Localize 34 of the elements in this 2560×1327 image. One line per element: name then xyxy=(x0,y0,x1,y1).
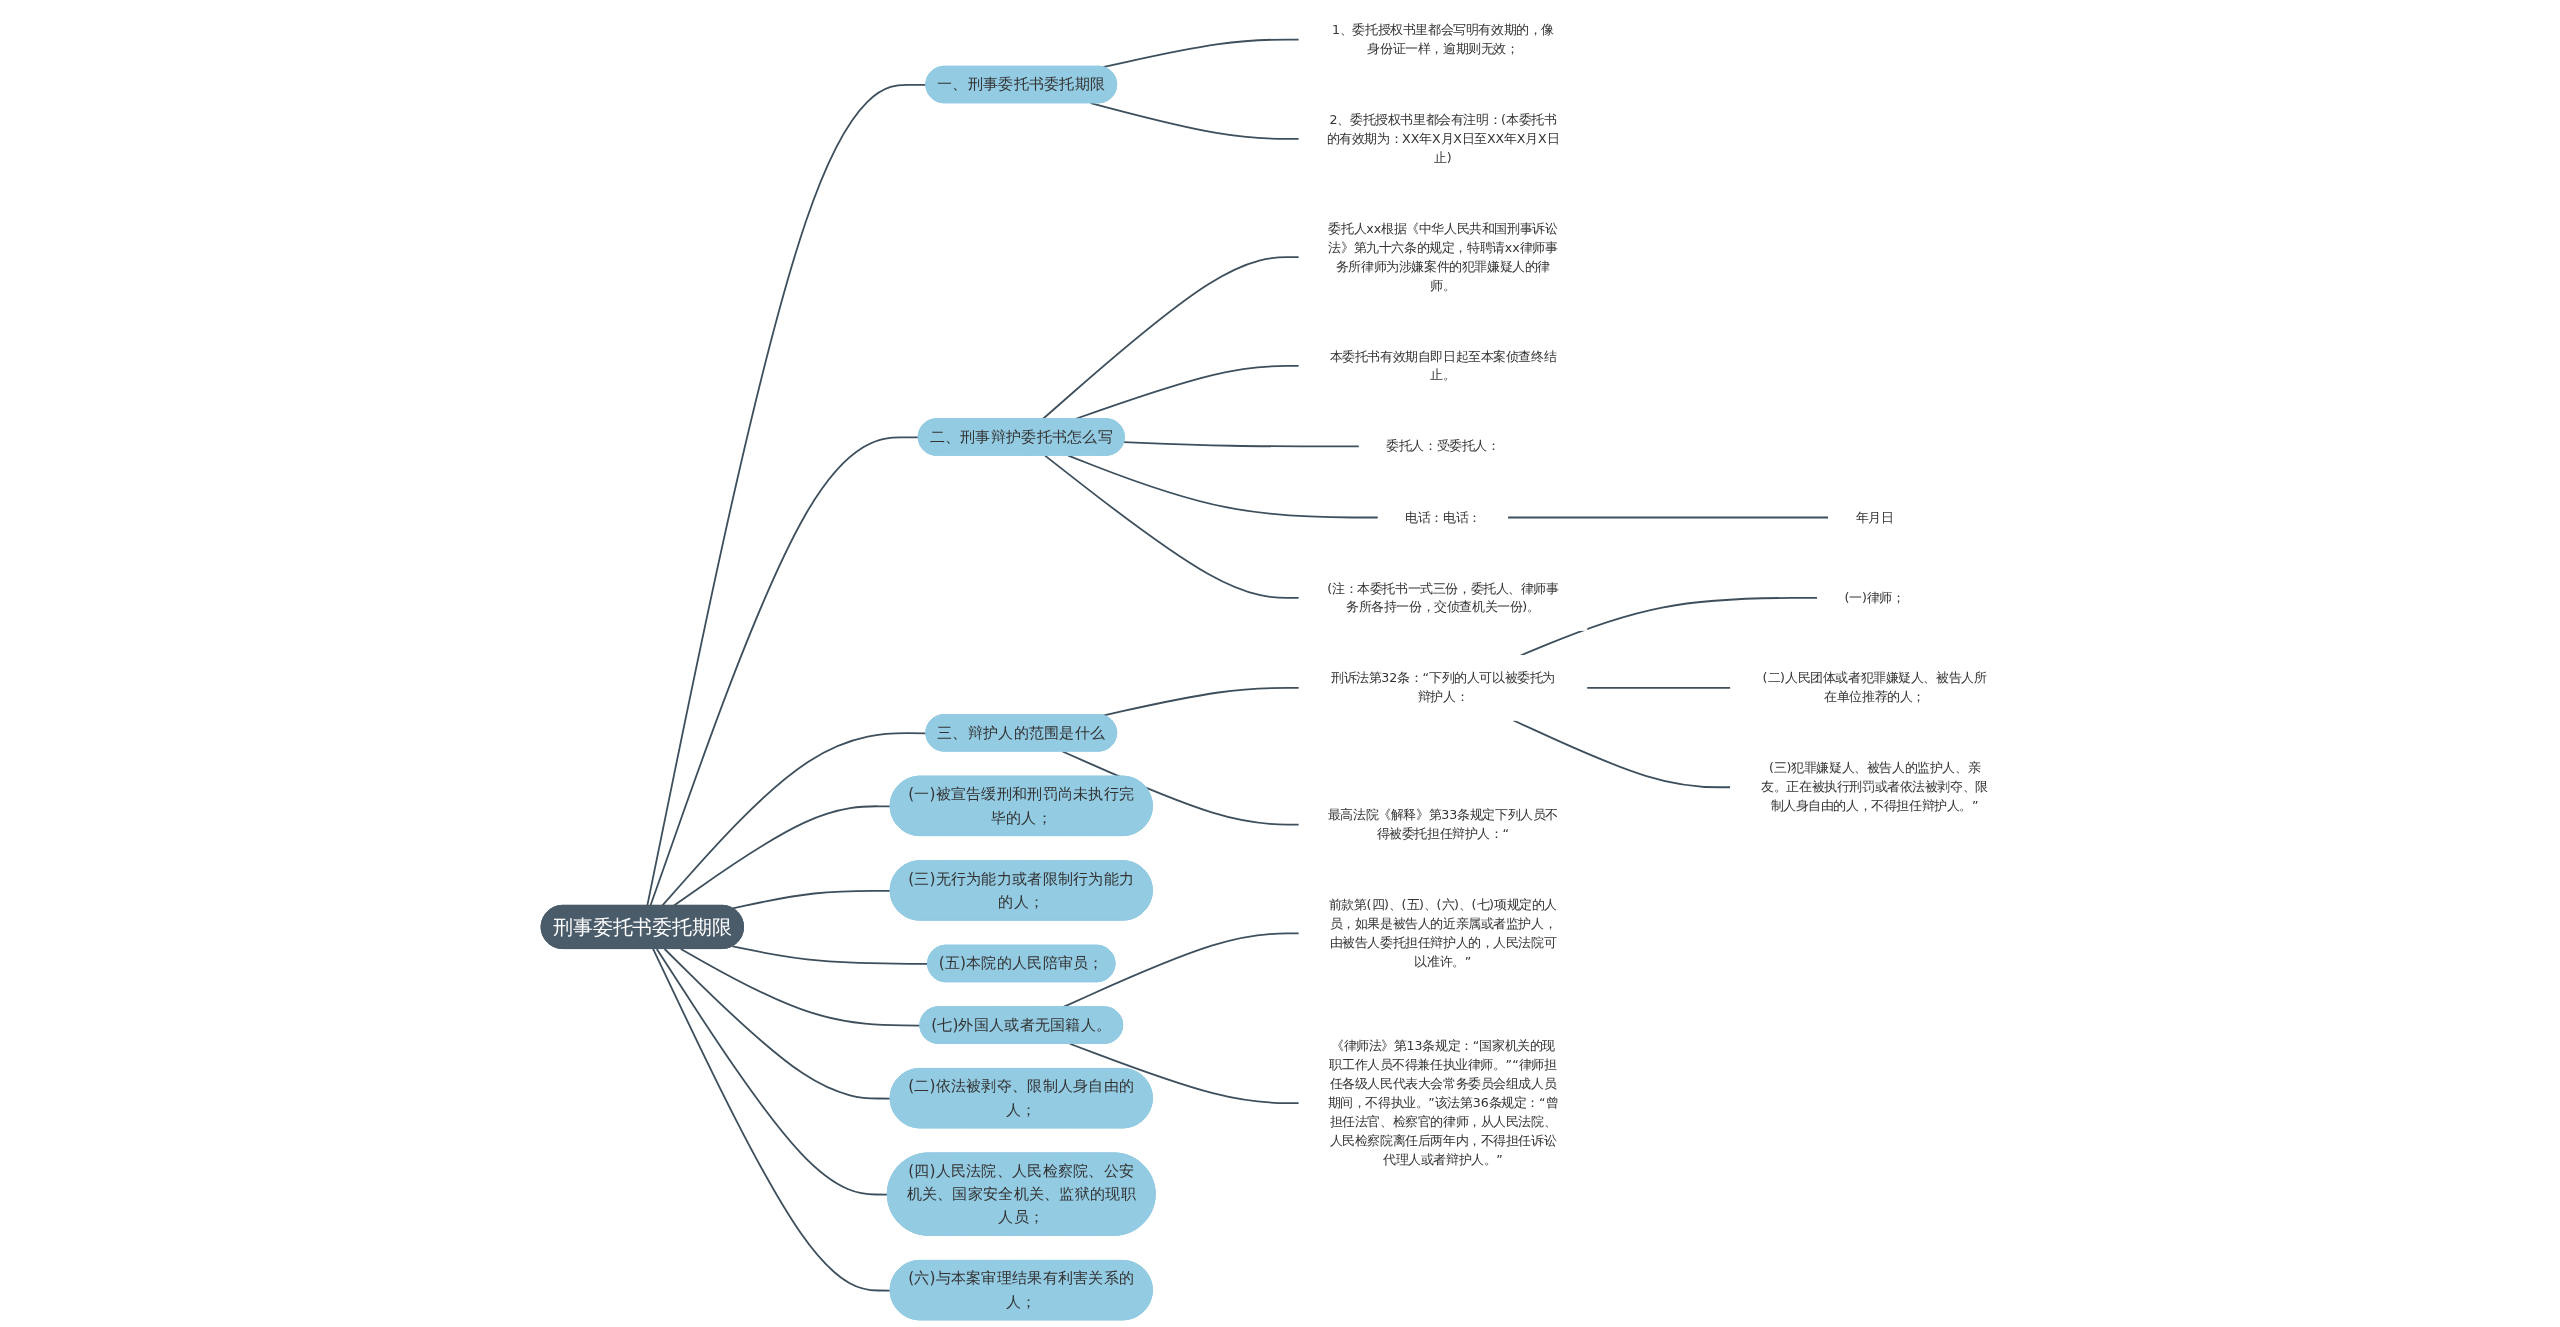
node-text: 前款第(四)、(五)、(六)、(七)项规定的人员，如果是被告人的近亲属或者监护人，由被告人委托担任辩护人的，人民法院可以准许。” xyxy=(1329,897,1558,969)
node-text: 电话：电话： xyxy=(1405,509,1481,525)
node-text: 2、委托授权书里都会有注明：(本委托书的有效期为：XX年X月X日至XX年X月X日止) xyxy=(1326,112,1560,165)
connector xyxy=(656,948,889,1196)
node-text: (一)律师； xyxy=(1844,590,1905,605)
connector xyxy=(663,948,892,1100)
connector xyxy=(646,84,928,907)
connector xyxy=(1102,687,1301,717)
connector xyxy=(1089,102,1301,140)
connector xyxy=(1123,441,1361,448)
node-text: 刑诉法第32条：“下列的人可以被委托为辩护人： xyxy=(1331,670,1556,705)
connector xyxy=(652,948,892,1292)
node-text: (注：本委托书一式三份，委托人、律师事务所各持一份，交侦查机关一份)。 xyxy=(1327,580,1559,615)
connector xyxy=(672,805,892,907)
connector xyxy=(649,436,920,907)
connector xyxy=(661,732,928,907)
node-text: 《律师法》第13条规定：“国家机关的现职工作人员不得兼任执业律师。”“律师担任各级人民代表大会常务委员会组成人员期间，不得执业。”该法第36条规定：“曾担任法官、检察官的律师，从人民法院、人民检察院离任后两年内，不得担任诉讼代理人或者辩护人。” xyxy=(1327,1038,1559,1167)
connector xyxy=(1067,454,1380,519)
node-text: 最高法院《解释》第33条规定下列人员不得被委托担任辩护人：“ xyxy=(1328,807,1559,841)
connector xyxy=(680,948,922,1027)
connector xyxy=(1102,38,1301,69)
node-text: (三)犯罪嫌疑人、被告人的监护人、亲友。正在被执行刑罚或者依法被剥夺、限制人身自由的人，不得担任辩护人。” xyxy=(1761,760,1989,813)
connector xyxy=(1586,687,1732,689)
node-text: 本委托书有效期自即日起至本案侦查终结止。 xyxy=(1329,348,1557,383)
node-text: 委托人：受委托人： xyxy=(1386,438,1500,454)
node-text: 1、委托授权书里都会写明有效期的，像身份证一样，逾期则无效； xyxy=(1332,22,1555,56)
node-text: (二)人民团体或者犯罪嫌疑人、被告人所在单位推荐的人； xyxy=(1762,670,1987,705)
node-text: 委托人xx根据《中华人民共和国刑事诉讼法》第九十六条的规定，特聘请xx律师事务所律师为涉嫌案件的犯罪嫌疑人的律师。 xyxy=(1328,221,1558,293)
connector xyxy=(1069,1042,1301,1104)
connector xyxy=(1512,719,1732,789)
connector xyxy=(1044,454,1301,599)
node-text: 年月日 xyxy=(1855,509,1894,525)
connector xyxy=(1519,597,1819,657)
connector xyxy=(1506,516,1830,519)
